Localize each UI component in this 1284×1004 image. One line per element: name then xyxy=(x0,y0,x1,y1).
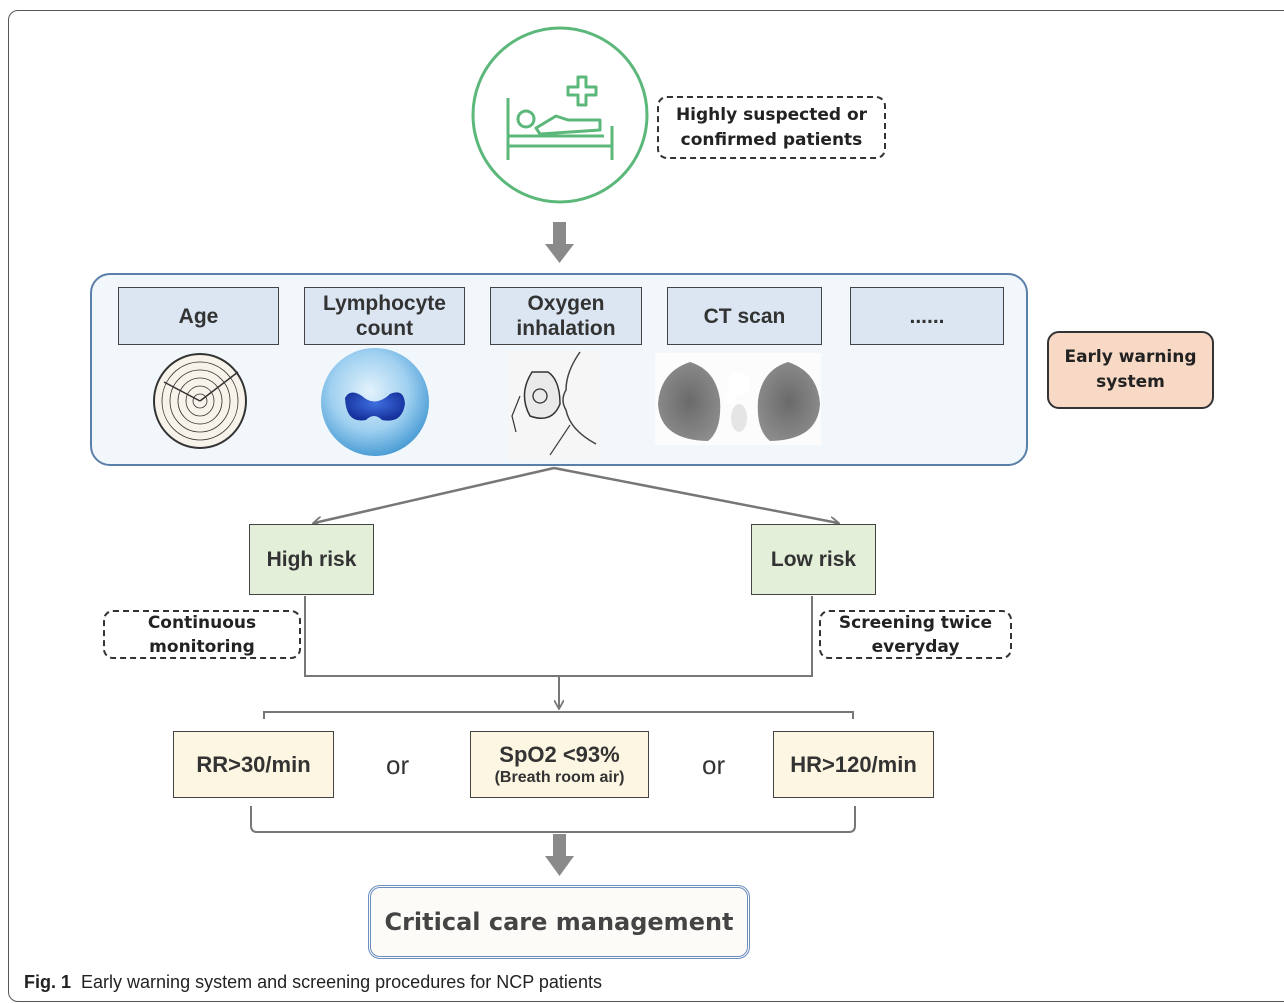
tree-ring-icon xyxy=(153,353,247,449)
critical-care-box: Critical care management xyxy=(368,885,750,959)
factor-ct-scan: CT scan xyxy=(667,287,822,345)
low-risk-action: Screening twice everyday xyxy=(819,610,1012,659)
lung-ct-icon xyxy=(655,353,821,445)
arrow-to-high-risk xyxy=(314,466,555,523)
hospital-bed-icon xyxy=(506,75,614,160)
early-warning-system-label: Early warning system xyxy=(1047,331,1214,409)
arrow-to-low-risk xyxy=(553,466,838,523)
or-label-2: or xyxy=(702,750,726,780)
figure-frame xyxy=(8,10,1284,1002)
down-arrow-2 xyxy=(545,834,574,876)
merge-connector xyxy=(304,596,813,708)
caption-text: Early warning system and screening proce… xyxy=(81,972,602,992)
criterion-rr: RR>30/min xyxy=(173,731,334,798)
caption-label: Fig. 1 xyxy=(24,972,72,992)
criterion-hr: HR>120/min xyxy=(773,731,934,798)
low-risk-box: Low risk xyxy=(751,524,876,595)
criterion-spo2: SpO2 <93% (Breath room air) xyxy=(470,731,649,798)
oxygen-mask-icon xyxy=(507,350,601,460)
down-arrow-1 xyxy=(545,222,574,263)
factor-more: ...... xyxy=(850,287,1004,345)
factor-lymphocyte-count: Lymphocyte count xyxy=(304,287,465,345)
figure-caption: Fig. 1 Early warning system and screenin… xyxy=(24,972,602,993)
factor-oxygen-inhalation: Oxygen inhalation xyxy=(490,287,642,345)
high-risk-box: High risk xyxy=(249,524,374,595)
or-label-1: or xyxy=(386,750,410,780)
lymphocyte-cell-icon xyxy=(321,348,429,456)
criteria-bottom-bracket xyxy=(250,806,856,833)
factor-age: Age xyxy=(118,287,279,345)
patients-label: Highly suspected or confirmed patients xyxy=(657,96,886,159)
high-risk-action: Continuous monitoring xyxy=(103,610,301,659)
criteria-top-bracket xyxy=(263,711,854,719)
